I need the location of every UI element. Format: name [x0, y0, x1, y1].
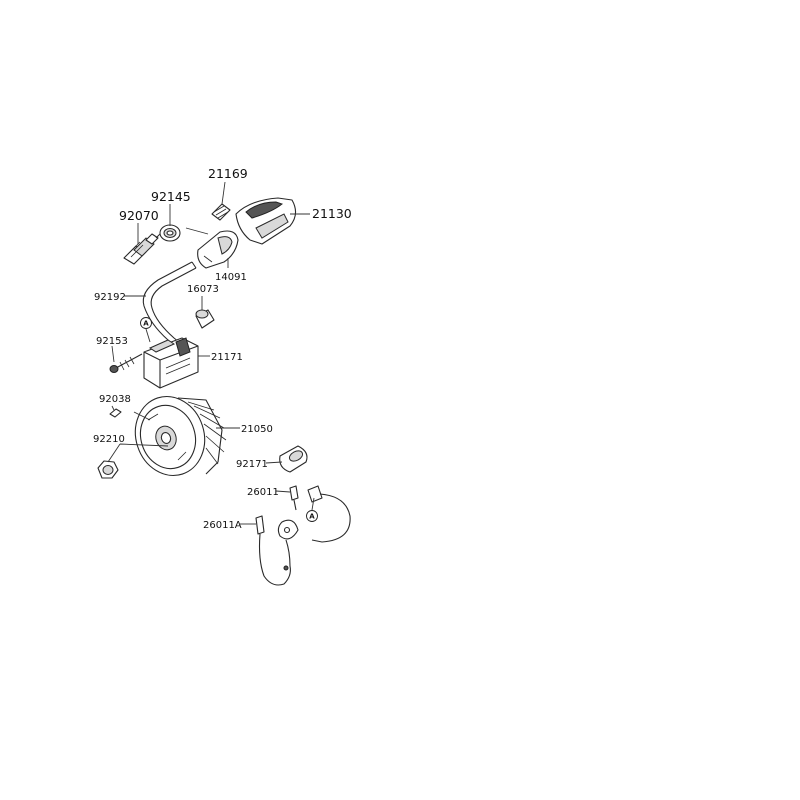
- part-label-92171: 92171: [236, 459, 268, 470]
- part-label-21169: 21169: [208, 166, 248, 181]
- lead-wire-part[interactable]: [277, 485, 351, 543]
- reference-marker-text: A: [143, 320, 149, 328]
- ignition-coil-part[interactable]: [143, 337, 199, 389]
- part-label-21130: 21130: [312, 206, 352, 221]
- bolt-part[interactable]: [109, 353, 143, 373]
- part-label-92038: 92038: [99, 394, 131, 405]
- part-label-92210: 92210: [93, 434, 125, 445]
- part-label-26011: 26011: [247, 487, 279, 498]
- spring-part[interactable]: [211, 203, 231, 221]
- part-label-26011a: 26011A: [203, 520, 242, 531]
- part-label-92153: 92153: [96, 336, 128, 347]
- part-number-labels: 21169 92145 92070 21130 14091 92192 1607…: [93, 166, 352, 531]
- seal-ring-part[interactable]: [159, 224, 181, 242]
- part-label-92192: 92192: [94, 292, 126, 303]
- band-part[interactable]: [279, 445, 308, 473]
- spark-plug-part[interactable]: [123, 233, 161, 265]
- part-label-21050: 21050: [241, 424, 273, 435]
- plug-cap-part[interactable]: [197, 230, 239, 269]
- part-label-92145: 92145: [151, 189, 191, 204]
- flywheel-part[interactable]: [125, 387, 227, 484]
- nut-part[interactable]: [97, 460, 119, 479]
- part-label-21171: 21171: [211, 352, 243, 363]
- high-tension-cord-part[interactable]: [142, 261, 197, 351]
- reference-marker-a-coil: A: [140, 317, 152, 343]
- cap-cover-part[interactable]: [235, 197, 297, 245]
- reference-marker-a-wire: A: [306, 497, 318, 522]
- spacer-part[interactable]: [195, 309, 215, 329]
- part-label-14091: 14091: [215, 272, 247, 283]
- part-label-92070: 92070: [119, 208, 159, 223]
- reference-marker-text: A: [309, 513, 315, 521]
- leader-lines: [107, 181, 310, 525]
- part-label-16073: 16073: [187, 284, 219, 295]
- key-part[interactable]: [109, 408, 122, 418]
- lead-wire-a-part[interactable]: [255, 515, 291, 586]
